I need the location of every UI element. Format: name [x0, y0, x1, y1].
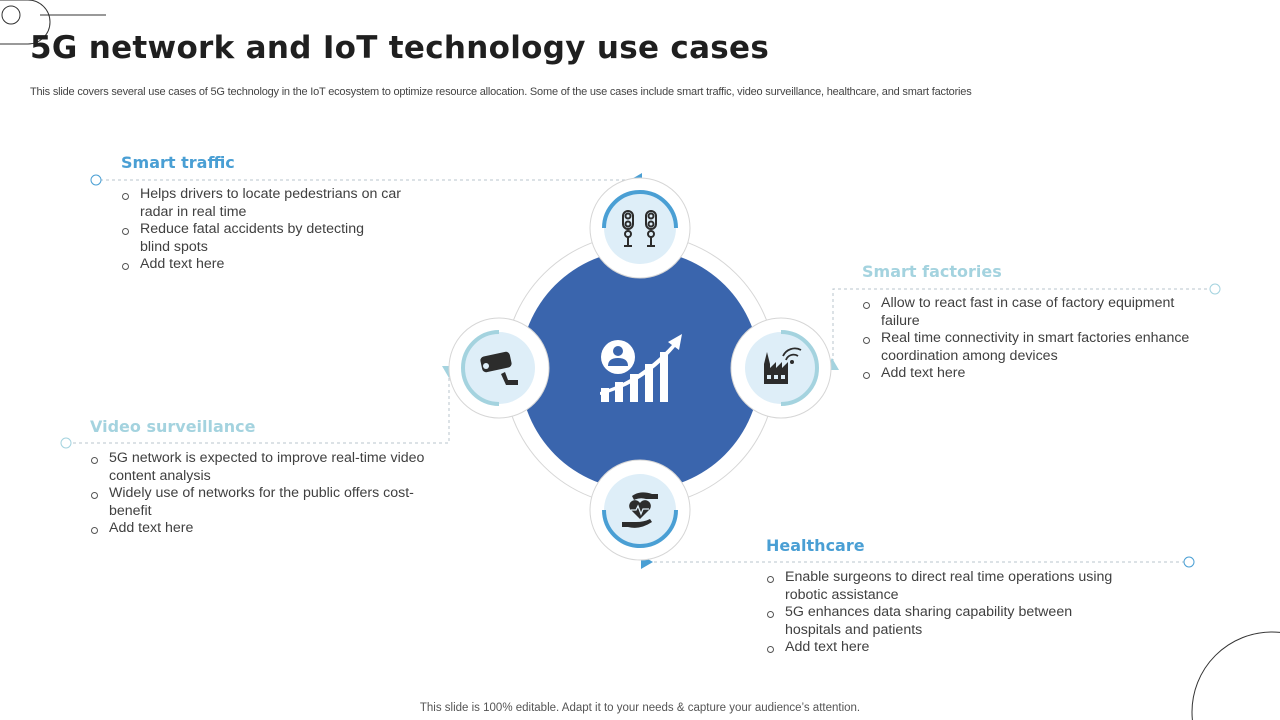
use-case-smart-traffic: Smart traffic: [121, 153, 235, 172]
cctv-camera-icon: [480, 351, 518, 385]
connector-smart-factories: [832, 288, 1210, 362]
bullet-item: Reduce fatal accidents by detecting blin…: [121, 221, 390, 256]
corner-decoration-top-left: [0, 0, 106, 45]
heading-video-surveillance: Video surveillance: [90, 417, 256, 436]
heading-healthcare: Healthcare: [766, 536, 865, 555]
page-subtitle: This slide covers several use cases of 5…: [30, 86, 972, 98]
node-smart-factories: [730, 317, 832, 419]
bullets-healthcare: Enable surgeons to direct real time oper…: [766, 569, 1136, 657]
bullet-item: 5G network is expected to improve real-t…: [90, 450, 440, 485]
bullets-video-surveillance: 5G network is expected to improve real-t…: [90, 450, 440, 538]
use-case-healthcare: Healthcare: [766, 536, 865, 555]
connector-lines: [72, 179, 1210, 563]
bullet-item: Add text here: [121, 256, 421, 274]
traffic-light-icon: [622, 210, 657, 247]
bullet-item: Allow to react fast in case of factory e…: [862, 295, 1207, 330]
wireless-factory-icon: [764, 347, 802, 384]
center-hub: [520, 250, 760, 490]
bullets-smart-factories: Allow to react fast in case of factory e…: [862, 295, 1207, 383]
heading-smart-traffic: Smart traffic: [121, 153, 235, 172]
node-healthcare: [589, 459, 691, 561]
node-smart-traffic: [589, 177, 691, 279]
use-case-smart-factories: Smart factories: [862, 262, 1002, 281]
page-title: 5G network and IoT technology use cases: [30, 30, 770, 66]
endpoint-video-surveillance: [60, 437, 72, 449]
bullet-item: 5G enhances data sharing capability betw…: [766, 604, 1095, 639]
bullet-item: Add text here: [766, 639, 1136, 657]
bullet-item: Enable surgeons to direct real time oper…: [766, 569, 1136, 604]
use-case-video-surveillance: Video surveillance: [90, 417, 256, 436]
bullet-item: Add text here: [862, 365, 1207, 383]
bullet-item: Real time connectivity in smart factorie…: [862, 330, 1207, 365]
heart-in-hands-icon: [622, 492, 658, 528]
corner-decoration-bottom-right: [1191, 631, 1280, 720]
bullet-item: Helps drivers to locate pedestrians on c…: [121, 186, 421, 221]
heading-smart-factories: Smart factories: [862, 262, 1002, 281]
footer-note: This slide is 100% editable. Adapt it to…: [419, 702, 861, 714]
bullets-smart-traffic: Helps drivers to locate pedestrians on c…: [121, 186, 421, 274]
bullet-item: Widely use of networks for the public of…: [90, 485, 440, 520]
endpoint-smart-traffic: [90, 174, 102, 186]
node-video-surveillance: [448, 317, 550, 419]
bullet-item: Add text here: [90, 520, 440, 538]
endpoint-healthcare: [1183, 556, 1195, 568]
user-growth-chart-icon: [600, 334, 682, 402]
endpoint-smart-factories: [1209, 283, 1221, 295]
